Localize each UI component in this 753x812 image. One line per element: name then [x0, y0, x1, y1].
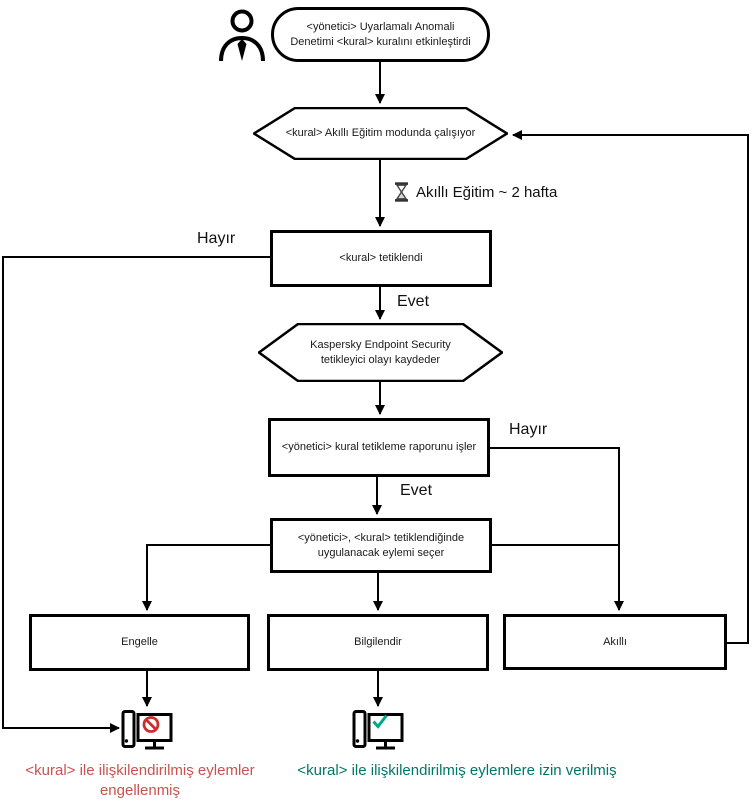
- edge-label-no-1: Hayır: [197, 230, 236, 247]
- node-kes-logs-event: Kaspersky Endpoint Security tetikleyici …: [258, 323, 503, 382]
- edge-label-no-2: Hayır: [509, 421, 548, 438]
- node-start-label: <yönetici> Uyarlamalı Anomali Denetimi <…: [290, 20, 471, 48]
- node-smart-label: Akıllı: [603, 635, 627, 648]
- outcome-blocked-label: <kural> ile ilişkilendirilmiş eylemler e…: [25, 762, 255, 799]
- edge-label-yes-2: Evet: [400, 482, 433, 499]
- node-training-mode: <kural> Akıllı Eğitim modunda çalışıyor: [253, 107, 508, 160]
- computer-allowed-icon: [352, 710, 404, 750]
- hexagon-shape: [258, 323, 503, 382]
- node-block: Engelle: [29, 614, 250, 671]
- outcome-allowed-label: <kural> ile ilişkilendirilmiş eylemlere …: [297, 762, 617, 779]
- node-kes-logs-event-label: Kaspersky Endpoint Security tetikleyici …: [310, 338, 451, 366]
- hourglass-icon: [395, 182, 408, 202]
- node-admin-processes-report-label: <yönetici> kural tetikleme raporunu işle…: [281, 441, 477, 454]
- node-admin-selects-action-label: <yönetici>, <kural> tetiklendiğinde uygu…: [297, 531, 465, 559]
- prohibition-icon: [142, 716, 160, 733]
- node-inform: Bilgilendir: [267, 614, 489, 671]
- node-admin-processes-report: <yönetici> kural tetikleme raporunu işle…: [268, 418, 490, 477]
- node-training-mode-label: <kural> Akıllı Eğitim modunda çalışıyor: [285, 127, 476, 140]
- node-start: <yönetici> Uyarlamalı Anomali Denetimi <…: [271, 7, 490, 62]
- node-admin-selects-action: <yönetici>, <kural> tetiklendiğinde uygu…: [270, 518, 492, 573]
- node-inform-label: Bilgilendir: [354, 636, 402, 649]
- computer-blocked-icon: [121, 710, 173, 750]
- edge-label-yes-1: Evet: [397, 293, 430, 310]
- training-timer-label: Akıllı Eğitim ~ 2 hafta: [394, 182, 557, 202]
- node-rule-triggered-label: <kural> tetiklendi: [339, 252, 423, 265]
- node-smart: Akıllı: [503, 614, 727, 670]
- hexagon-shape: [253, 107, 508, 160]
- node-rule-triggered: <kural> tetiklendi: [270, 230, 492, 287]
- node-block-label: Engelle: [121, 636, 158, 649]
- checkmark-icon: [372, 714, 388, 729]
- training-timer-text: Akıllı Eğitim ~ 2 hafta: [416, 183, 558, 201]
- person-icon: [219, 9, 265, 62]
